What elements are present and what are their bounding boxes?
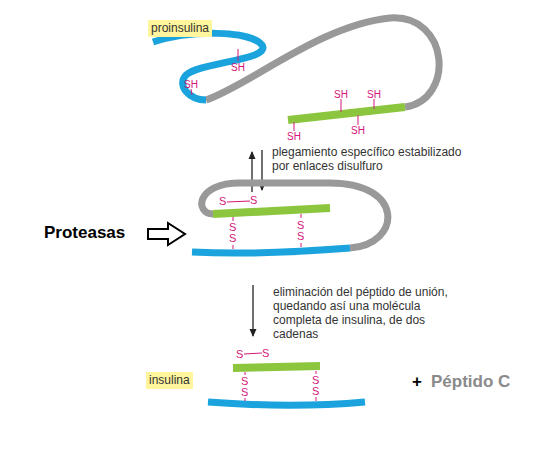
process-arrow [252, 285, 253, 336]
sulfur-label: S [229, 220, 236, 234]
sulfur-label: S [236, 347, 243, 361]
protease-arrow [148, 223, 185, 245]
sulfur-label: S [229, 231, 236, 245]
sulfur-label: S [297, 229, 304, 243]
thiol-label: SH [184, 78, 198, 92]
thiol-label: SH [367, 88, 381, 102]
peptide-label: Péptido C [431, 372, 510, 392]
node-text: proinsulina [151, 21, 209, 36]
step-note: eliminación del péptido de unión, quedan… [273, 285, 469, 341]
thiol-label: SH [351, 124, 365, 138]
stage-label: insulina [146, 372, 193, 389]
sulfur-label: S [312, 384, 319, 398]
stage-label: proinsulina [148, 20, 212, 37]
sulfur-label: S [262, 346, 269, 360]
thiol-label: SH [231, 61, 245, 75]
sulfur-label: S [241, 374, 248, 388]
sulfur-label: S [312, 373, 319, 387]
sulfur-label: S [297, 218, 304, 232]
sulfur-label: S [241, 385, 248, 399]
thiol-label: SH [334, 88, 348, 102]
plus-sign: + [412, 372, 422, 392]
sulfur-label: S [219, 194, 226, 208]
sulfur-label: S [250, 193, 257, 207]
node-text: insulina [149, 373, 190, 388]
step-note: plegamiento específico estabilizado por … [272, 145, 464, 173]
insulin-chains [208, 353, 365, 405]
folded-proinsulin [192, 183, 388, 253]
enzyme-label: Proteasas [44, 223, 125, 243]
thiol-label: SH [287, 130, 301, 144]
